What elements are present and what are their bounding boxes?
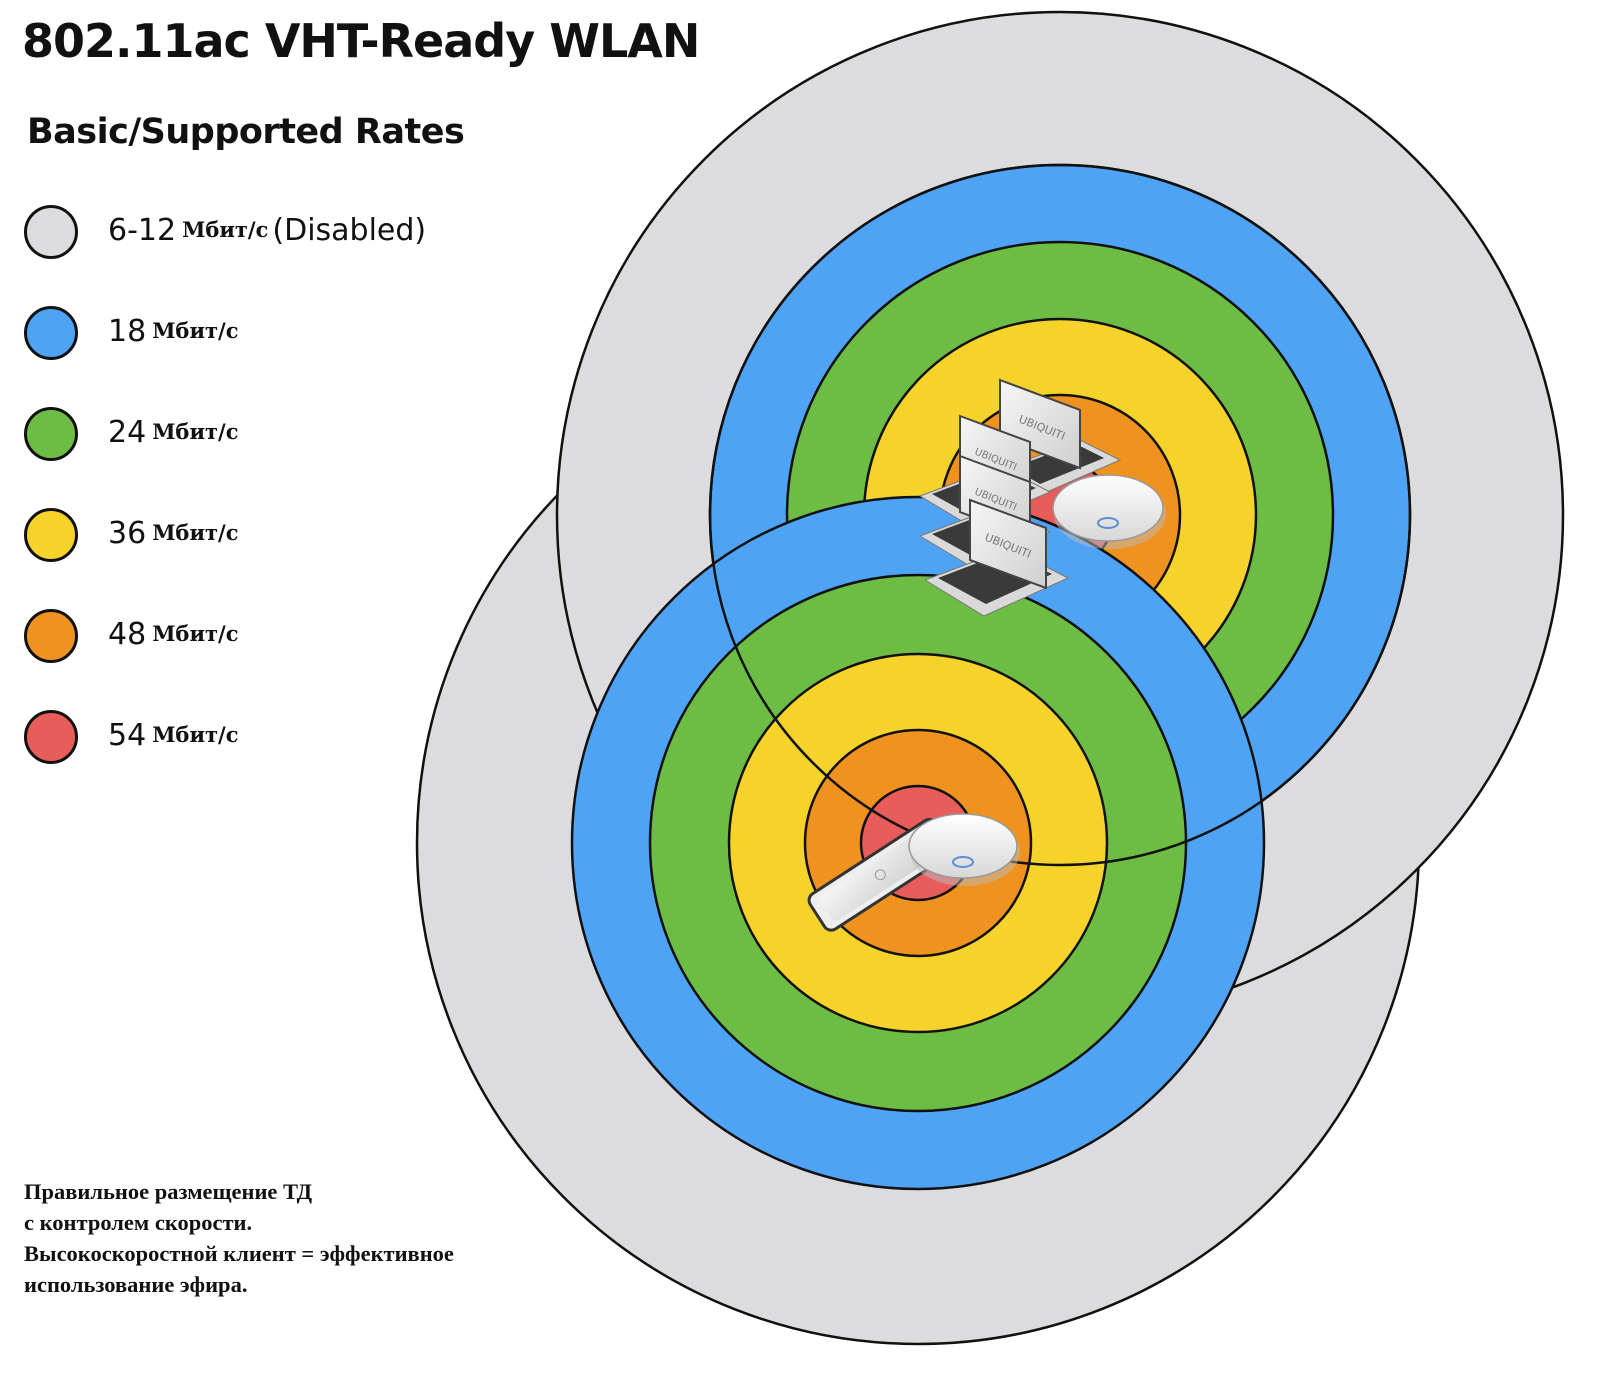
caption-line: Высокоскоростной клиент = эффективное	[24, 1241, 454, 1266]
access-point-upper	[1052, 474, 1166, 549]
caption: Правильное размещение ТД с контролем ско…	[24, 1176, 584, 1300]
caption-line: с контролем скорости.	[24, 1210, 253, 1235]
upper-cell-core	[708, 163, 1412, 867]
access-point-lower	[908, 813, 1020, 886]
legend-swatch	[24, 205, 78, 259]
laptop-icon: UBIQUITI	[923, 498, 1070, 617]
page-subtitle: Basic/Supported Rates	[27, 112, 465, 152]
legend-swatch	[24, 508, 78, 562]
page-title: 802.11ac VHT-Ready WLAN	[22, 14, 700, 68]
legend-swatch	[24, 306, 78, 360]
caption-line: использование эфира.	[24, 1272, 248, 1297]
legend-swatch	[24, 710, 78, 764]
laptop-group: UBIQUITI UBIQUITI UBIQUITI UBIQUITI	[918, 378, 1122, 617]
caption-line: Правильное размещение ТД	[24, 1179, 313, 1204]
legend-swatch	[24, 407, 78, 461]
legend-swatch	[24, 609, 78, 663]
